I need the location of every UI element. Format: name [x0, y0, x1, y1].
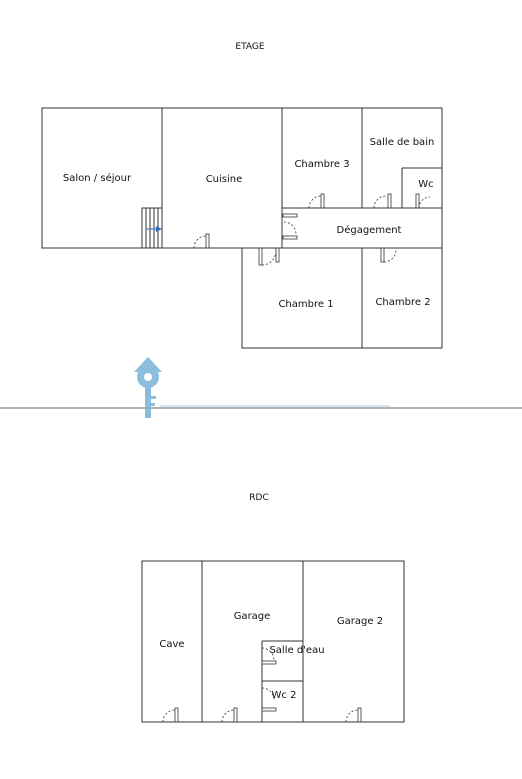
room-label-chambre3: Chambre 3	[294, 159, 349, 170]
room-label-cuisine: Cuisine	[206, 174, 243, 185]
door-salle-de-bain[interactable]	[373, 193, 392, 209]
door-wc2[interactable]	[261, 687, 277, 712]
door-cuisine[interactable]	[193, 233, 210, 249]
door-cave[interactable]	[162, 707, 179, 723]
room-label-salle-de-bain: Salle de bain	[370, 137, 435, 148]
house-key-logo-icon	[134, 357, 390, 418]
room-label-cave: Cave	[159, 639, 184, 650]
stair-direction-arrow-icon	[156, 226, 162, 232]
door-degagement-cuisine[interactable]	[282, 213, 298, 240]
room-label-garage2: Garage 2	[337, 616, 383, 627]
etage-floor: ETAGE	[41, 42, 443, 349]
door-salle-deau[interactable]	[261, 647, 277, 665]
room-label-degagement: Dégagement	[337, 224, 402, 236]
rdc-floor: RDC Cave Garage Gara	[141, 493, 405, 723]
door-garage[interactable]	[221, 707, 238, 723]
rdc-outline	[141, 560, 405, 723]
room-label-garage: Garage	[234, 611, 271, 622]
door-chambre3[interactable]	[308, 193, 325, 209]
etage-title: ETAGE	[235, 42, 264, 52]
rdc-title: RDC	[249, 493, 268, 503]
door-wc[interactable]	[415, 193, 431, 209]
room-label-wc2: Wc 2	[272, 690, 297, 701]
door-chambre1[interactable]	[258, 247, 280, 266]
room-label-chambre2: Chambre 2	[375, 297, 430, 308]
room-label-wc: Wc	[418, 179, 433, 190]
door-garage2[interactable]	[345, 707, 362, 723]
door-chambre2[interactable]	[380, 247, 397, 263]
bedrooms-outline	[241, 247, 443, 349]
room-label-salon: Salon / séjour	[63, 172, 132, 184]
room-label-salle-deau: Salle d'eau	[269, 645, 324, 656]
room-label-chambre1: Chambre 1	[278, 299, 333, 310]
staircase	[141, 207, 163, 249]
